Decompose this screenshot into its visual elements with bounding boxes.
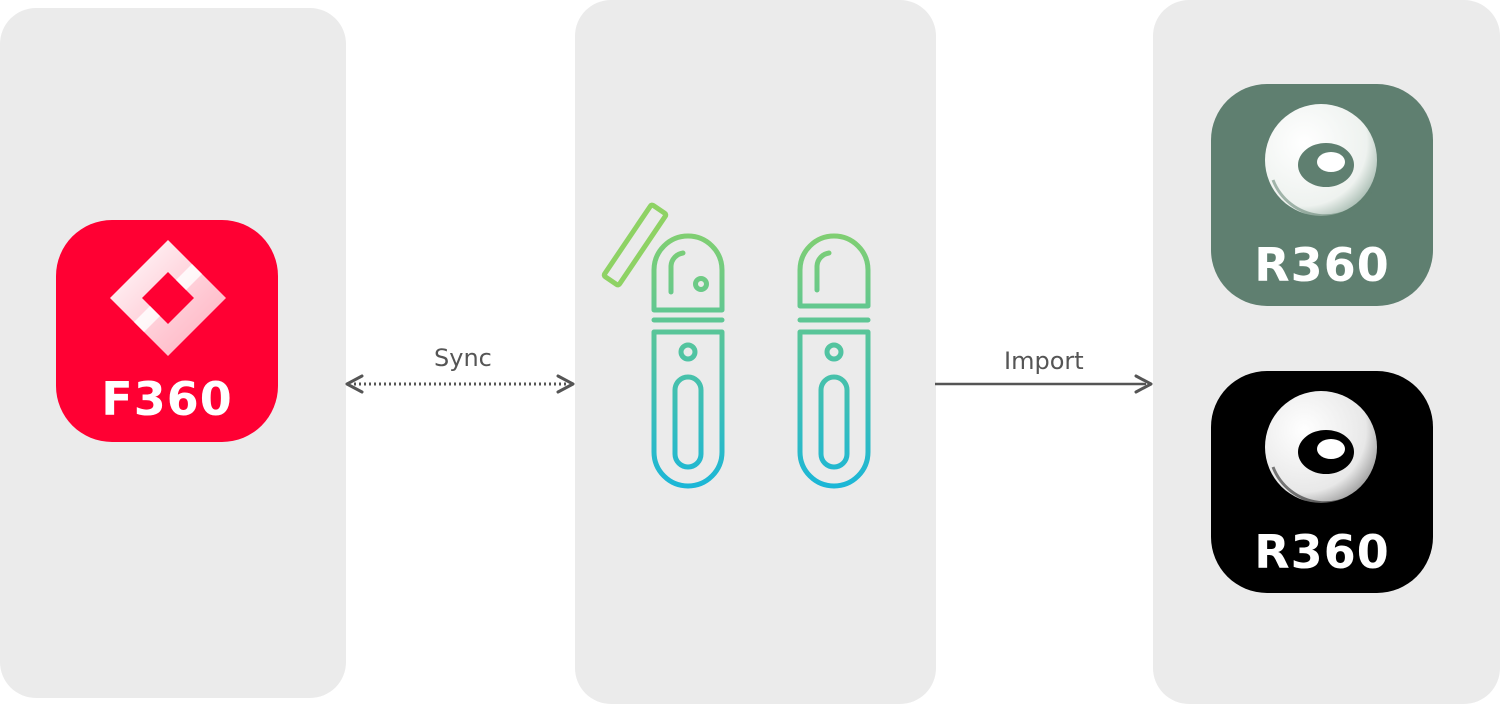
r360-black-app-icon: R360 xyxy=(1211,371,1433,593)
import-label: Import xyxy=(1004,347,1084,375)
r360-black-label: R360 xyxy=(1254,525,1390,579)
r360-green-app-icon: R360 xyxy=(1211,84,1433,306)
usb-drive-open-icon xyxy=(601,202,725,489)
import-arrow xyxy=(935,374,1153,394)
f360-logo-icon xyxy=(110,240,226,356)
f360-app-icon: F360 xyxy=(56,220,278,442)
r360-green-label: R360 xyxy=(1254,238,1390,292)
sync-arrow xyxy=(345,374,575,394)
usb-drive-closed-icon xyxy=(797,233,871,489)
sync-label: Sync xyxy=(434,344,492,372)
devices-panel xyxy=(575,0,936,704)
r360-swirl-logo-icon xyxy=(1265,391,1377,505)
f360-label: F360 xyxy=(101,372,233,426)
r360-swirl-logo-icon xyxy=(1265,104,1377,218)
